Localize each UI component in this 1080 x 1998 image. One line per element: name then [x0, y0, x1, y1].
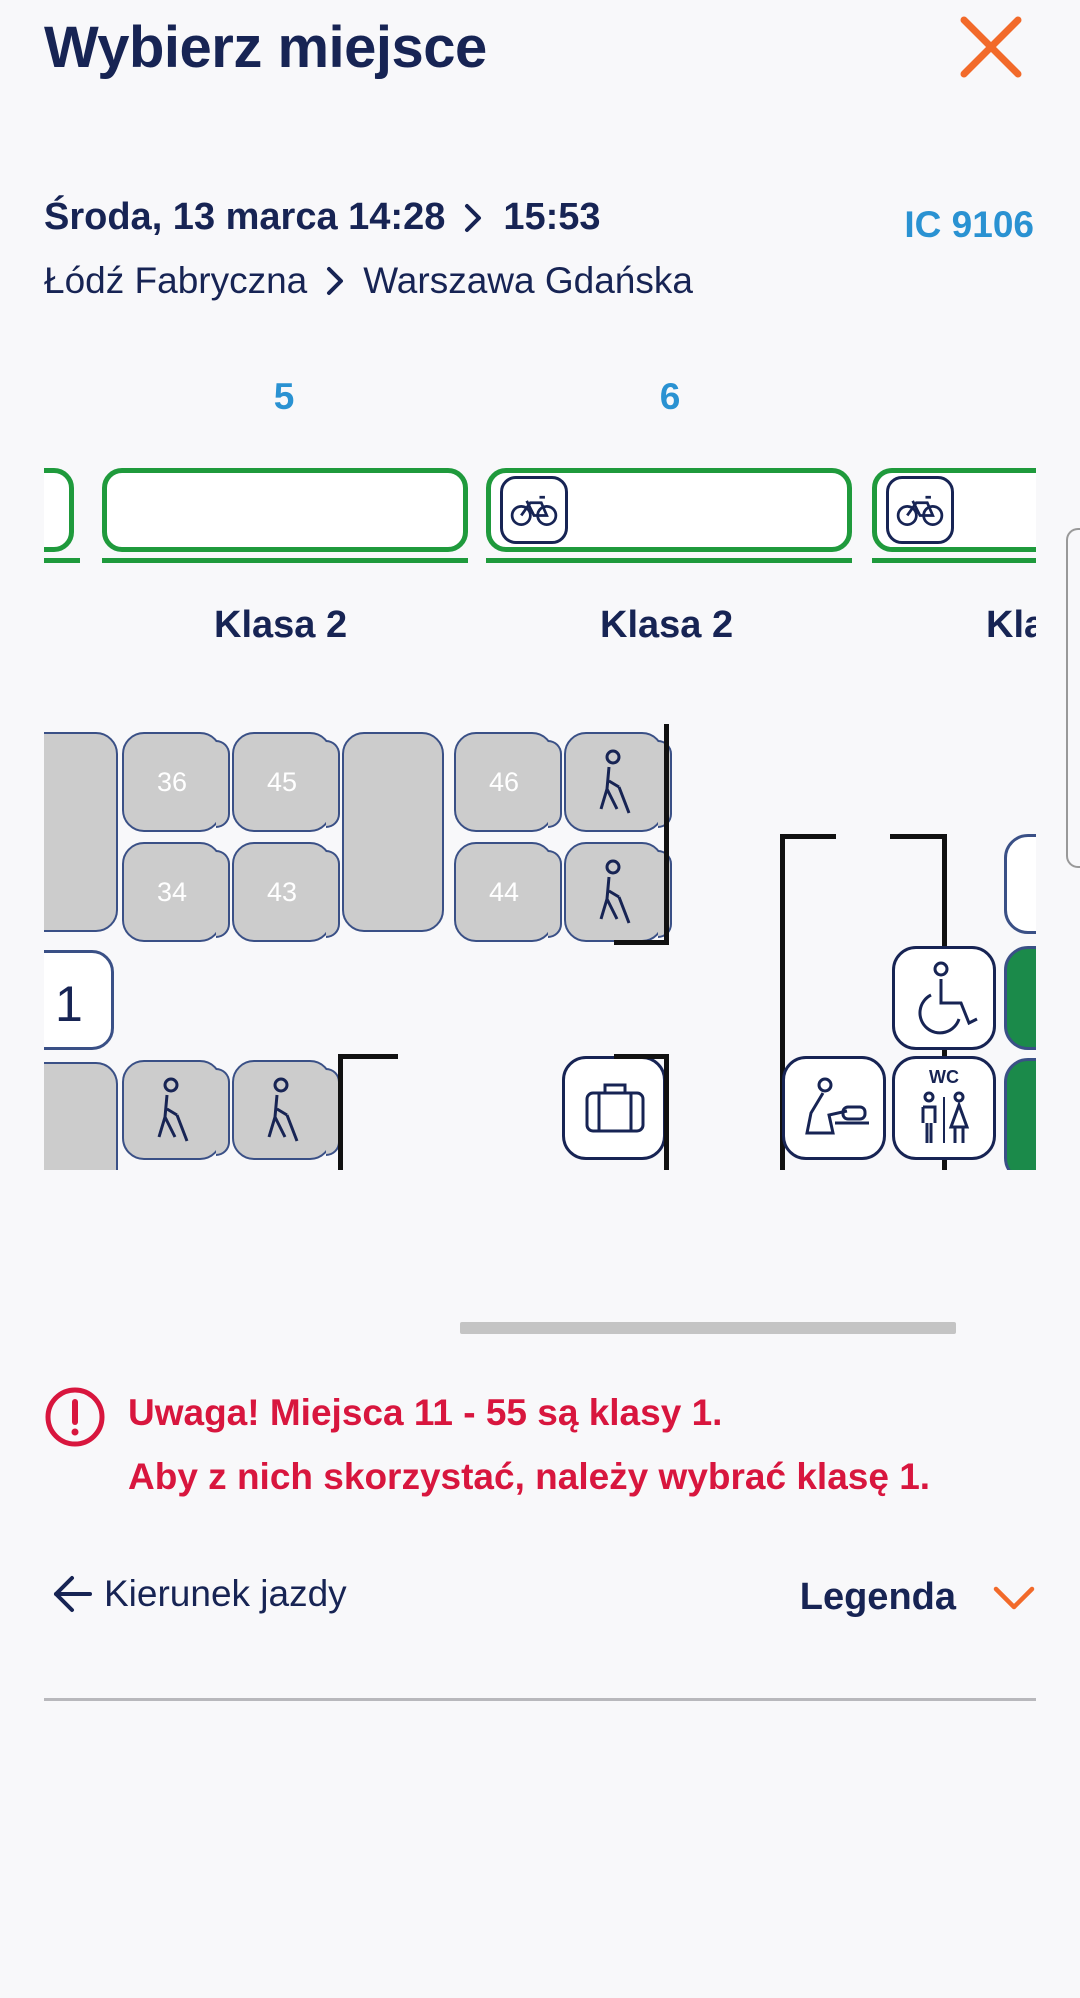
wall	[614, 940, 669, 945]
wall	[780, 834, 836, 839]
seat-43[interactable]: 43	[232, 842, 340, 942]
wc-icon: WC	[921, 1067, 970, 1143]
arrow-left-icon	[54, 1576, 92, 1612]
seat-45[interactable]: 45	[232, 732, 340, 832]
trip-times: Środa, 13 marca 14:28 15:53	[44, 196, 601, 239]
train-number: IC 9106	[904, 204, 1034, 245]
wheelchair-space	[892, 946, 996, 1050]
seat-available[interactable]	[1004, 1058, 1036, 1170]
bicycle-icon	[500, 476, 568, 544]
page-title: Wybierz miejsce	[44, 15, 487, 80]
seat-table	[342, 732, 444, 932]
chevron-down-icon	[993, 1586, 1035, 1609]
svg-text:WC: WC	[929, 1067, 959, 1087]
bicycle-icon	[886, 476, 954, 544]
car-rail	[44, 558, 80, 563]
travel-direction: Kierunek jazdy	[50, 1572, 347, 1616]
car-rail	[872, 558, 1036, 563]
wall	[338, 1054, 398, 1059]
seat-reduced-mobility[interactable]	[232, 1060, 340, 1160]
car-rail	[102, 558, 468, 563]
car-number-6: 6	[659, 376, 681, 417]
wall	[780, 834, 785, 1170]
route-to: Warszawa Gdańska	[363, 260, 693, 301]
alert-circle-icon	[45, 1387, 105, 1447]
seat-table	[44, 732, 118, 932]
car-class-label: Klasa 2	[600, 604, 734, 646]
horizontal-scrollbar[interactable]	[460, 1322, 956, 1334]
seat-available[interactable]	[1004, 946, 1036, 1050]
route: Łódź Fabryczna Warszawa Gdańska	[44, 260, 693, 302]
seat-reduced-mobility[interactable]	[564, 732, 672, 832]
wall	[338, 1054, 343, 1170]
car-class-label: Klasa 2	[214, 604, 348, 646]
seat-partial[interactable]	[1004, 834, 1036, 934]
blind-person-icon	[157, 1077, 189, 1142]
car-number-5: 5	[273, 376, 295, 417]
blind-person-icon	[267, 1077, 299, 1142]
direction-label: Kierunek jazdy	[104, 1573, 347, 1614]
seat-46[interactable]: 46	[454, 732, 562, 832]
seat-36[interactable]: 36	[122, 732, 230, 832]
chevron-right-icon	[327, 267, 344, 295]
chevron-right-icon	[465, 203, 482, 232]
seat-map[interactable]: 36 45 46 34 43 44 1	[44, 720, 1036, 1170]
divider	[44, 1698, 1036, 1701]
seat-table	[44, 1062, 118, 1170]
departure-datetime: Środa, 13 marca 14:28	[44, 196, 446, 238]
baby-changing-icon	[805, 1077, 869, 1135]
seat-34[interactable]: 34	[122, 842, 230, 942]
route-from: Łódź Fabryczna	[44, 260, 308, 301]
arrival-time: 15:53	[503, 196, 601, 238]
legend-toggle[interactable]: Legenda	[800, 1576, 1036, 1619]
warning-line-1: Uwaga! Miejsca 11 - 55 są klasy 1.	[128, 1392, 723, 1433]
baby-changing-area	[782, 1056, 886, 1160]
train-car-4[interactable]	[44, 468, 74, 552]
car-rail	[486, 558, 852, 563]
wall	[890, 834, 947, 839]
seat-reduced-mobility[interactable]	[122, 1060, 230, 1160]
wall	[614, 1054, 669, 1059]
warning-line-2: Aby z nich skorzystać, należy wybrać kla…	[128, 1456, 931, 1497]
seat-partial[interactable]: 1	[44, 950, 114, 1050]
side-drawer-handle[interactable]	[1066, 528, 1080, 868]
seat-reduced-mobility[interactable]	[564, 842, 672, 942]
toilet-wc: WC	[892, 1056, 996, 1160]
blind-person-icon	[599, 749, 631, 814]
wheelchair-icon	[918, 961, 978, 1035]
wall	[664, 1054, 669, 1170]
wall	[664, 724, 669, 944]
train-car-5[interactable]	[102, 468, 468, 552]
seat-44[interactable]: 44	[454, 842, 562, 942]
blind-person-icon	[599, 859, 631, 924]
legend-label: Legenda	[799, 1576, 956, 1618]
suitcase-icon	[585, 1083, 645, 1133]
luggage-area	[562, 1056, 666, 1160]
close-icon[interactable]	[958, 14, 1024, 80]
car-class-label: Kla	[986, 604, 1036, 646]
train-car-strip[interactable]	[44, 440, 1036, 580]
